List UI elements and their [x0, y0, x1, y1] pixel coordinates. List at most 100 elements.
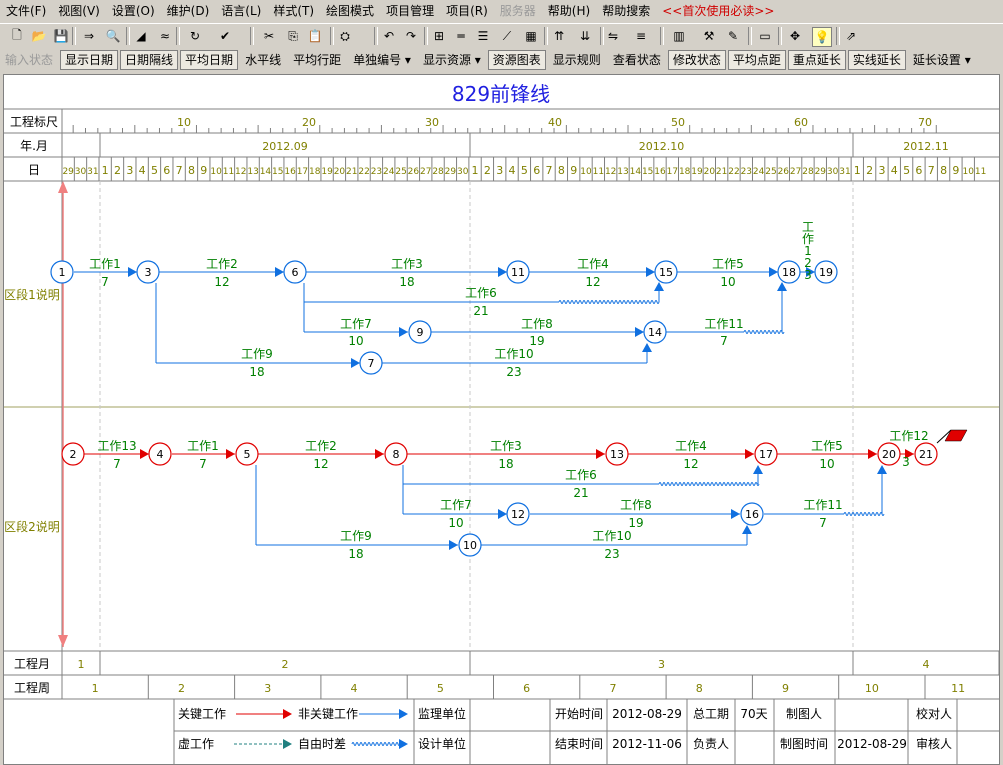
- menu-item-9[interactable]: 服务器: [499, 4, 536, 18]
- toolbar2-item-6[interactable]: 单独编号 ▾: [353, 53, 411, 67]
- export-icon[interactable]: ⇒: [83, 29, 95, 43]
- paste-icon[interactable]: 📋: [307, 29, 323, 43]
- toolbar2-item-5[interactable]: 平均行距: [293, 53, 342, 67]
- toolbar2-item-9[interactable]: 显示规则: [552, 53, 601, 67]
- menu-item-10[interactable]: 帮助(H): [547, 4, 591, 18]
- day-label: 12: [605, 167, 616, 177]
- menu-item-4[interactable]: 语言(L): [221, 4, 262, 18]
- bar-icon[interactable]: ═: [457, 29, 465, 43]
- new-icon[interactable]: 🗋: [12, 27, 22, 42]
- day-label: 20: [704, 167, 716, 177]
- curve-icon[interactable]: ⟋: [502, 28, 512, 43]
- day-label: 3: [496, 164, 503, 177]
- tools-icon[interactable]: ⚒: [703, 29, 715, 43]
- legend-end-value: 2012-11-06: [612, 737, 682, 751]
- toolbar2-item-13[interactable]: 重点延长: [787, 50, 846, 70]
- cut-icon[interactable]: ✂: [263, 29, 275, 43]
- event-node: [914, 442, 938, 466]
- menu-item-7[interactable]: 项目管理: [386, 4, 435, 18]
- toolbar2-item-11[interactable]: 修改状态: [667, 50, 726, 70]
- toolbar-separator: [660, 27, 664, 45]
- save-icon[interactable]: 💾: [53, 29, 69, 43]
- align2-icon[interactable]: ≡: [635, 29, 647, 43]
- spacing-icon[interactable]: ⇋: [607, 29, 619, 43]
- list-icon[interactable]: ☰: [477, 29, 489, 43]
- legend-start-value: 2012-08-29: [612, 707, 682, 721]
- edit-icon[interactable]: ✎: [727, 29, 739, 43]
- split-icon[interactable]: ⇈: [553, 29, 565, 43]
- toolbar2-item-15[interactable]: 延长设置 ▾: [912, 53, 971, 67]
- arrow-head: [399, 327, 408, 337]
- resource-icon[interactable]: ▦: [525, 29, 537, 43]
- open-icon[interactable]: 📂: [31, 29, 47, 43]
- menu-item-1[interactable]: 视图(V): [58, 4, 100, 18]
- day-label: 6: [163, 164, 170, 177]
- event-node-label: 16: [745, 508, 759, 521]
- event-node: [654, 260, 678, 284]
- event-node-label: 13: [610, 448, 624, 461]
- books-icon[interactable]: ▥: [673, 29, 685, 43]
- ym-label: 年.月: [20, 139, 48, 153]
- menu-item-12[interactable]: <<首次使用必读>>: [662, 4, 775, 18]
- toolbar2-item-14[interactable]: 实线延长: [847, 50, 906, 70]
- activity-duration: 23: [604, 547, 619, 561]
- event-node-label: 4: [157, 448, 164, 461]
- legend-draw-time-label: 制图时间: [780, 737, 828, 751]
- bulb-icon[interactable]: 💡: [812, 27, 832, 47]
- toolbar-separator: [330, 27, 334, 45]
- event-node: [605, 442, 629, 466]
- menu-item-5[interactable]: 样式(T): [273, 4, 315, 18]
- find-icon[interactable]: ⛭: [340, 28, 350, 43]
- copy-icon[interactable]: ⎘: [288, 28, 298, 43]
- check-icon[interactable]: ✔: [219, 29, 231, 43]
- undo-icon[interactable]: ↶: [383, 29, 395, 43]
- menu-item-6[interactable]: 绘图模式: [326, 4, 375, 18]
- network-icon[interactable]: ⊞: [433, 29, 445, 43]
- merge-icon[interactable]: ⇊: [579, 29, 591, 43]
- toolbar2-item-0[interactable]: 输入状态: [5, 53, 54, 67]
- refresh-icon[interactable]: ↻: [189, 29, 201, 43]
- day-label: 5: [151, 164, 158, 177]
- legend-noncritical-label: 非关键工作: [298, 707, 358, 721]
- day-label: 13: [617, 167, 628, 177]
- toolbar2-item-12[interactable]: 平均点距: [727, 50, 786, 70]
- toolbar-main: 🗋 📂 💾 ⇒ 🔍 ◢ ≈ ↻ ✔ ✂ ⎘ 📋 ⛭ ↶ ↷ ⊞ ═ ☰ ⟋ ▦ ⇈ ⇊ ⇋ ≡ ▥ ⚒ ✎ ▭ ✥ 💡 ⇗: [0, 23, 1003, 50]
- redo-icon[interactable]: ↷: [405, 29, 417, 43]
- toolbar2-item-3[interactable]: 平均日期: [180, 50, 239, 70]
- arrow-head: [283, 739, 292, 749]
- move-icon[interactable]: ✥: [789, 29, 801, 43]
- toolbar-separator: [600, 27, 604, 45]
- menu-item-0[interactable]: 文件(F): [6, 4, 47, 18]
- toolbar2-item-7[interactable]: 显示资源 ▾: [422, 53, 481, 67]
- toolbar2-item-8[interactable]: 资源图表: [487, 50, 546, 70]
- event-node: [877, 442, 901, 466]
- month-label: 2012.10: [639, 140, 685, 153]
- menu-item-2[interactable]: 设置(O): [111, 4, 155, 18]
- event-node-label: 20: [882, 448, 896, 461]
- menu-item-3[interactable]: 维护(D): [166, 4, 210, 18]
- triangle-icon[interactable]: ◢: [136, 29, 146, 43]
- day-label: 11: [593, 167, 604, 177]
- day-label: 26: [778, 167, 790, 177]
- day-label: 18: [679, 167, 691, 177]
- toolbar2-item-4[interactable]: 水平线: [245, 53, 282, 67]
- menu-item-8[interactable]: 项目(R): [446, 4, 488, 18]
- month-label: 2012.09: [262, 140, 308, 153]
- toolbar2-item-1[interactable]: 显示日期: [60, 50, 119, 70]
- footer-week: 5: [437, 682, 444, 695]
- toolbar2-item-2[interactable]: 日期隔线: [120, 50, 179, 70]
- monitor-icon[interactable]: ▭: [759, 29, 771, 43]
- activity-duration: 10: [448, 516, 463, 530]
- day-label: 31: [839, 167, 850, 177]
- arrow-head: [226, 449, 235, 459]
- footer-month: 3: [658, 658, 665, 671]
- ruler-tick: 40: [548, 116, 562, 129]
- activity-name: 工作4: [577, 257, 609, 271]
- toolbar2-item-10[interactable]: 查看状态: [612, 53, 661, 67]
- align-icon[interactable]: ≈: [159, 29, 171, 43]
- menu-item-11[interactable]: 帮助搜索: [602, 4, 651, 18]
- print-preview-icon[interactable]: 🔍: [105, 29, 121, 43]
- toolbar-separator: [374, 27, 378, 45]
- export2-icon[interactable]: ⇗: [845, 29, 857, 43]
